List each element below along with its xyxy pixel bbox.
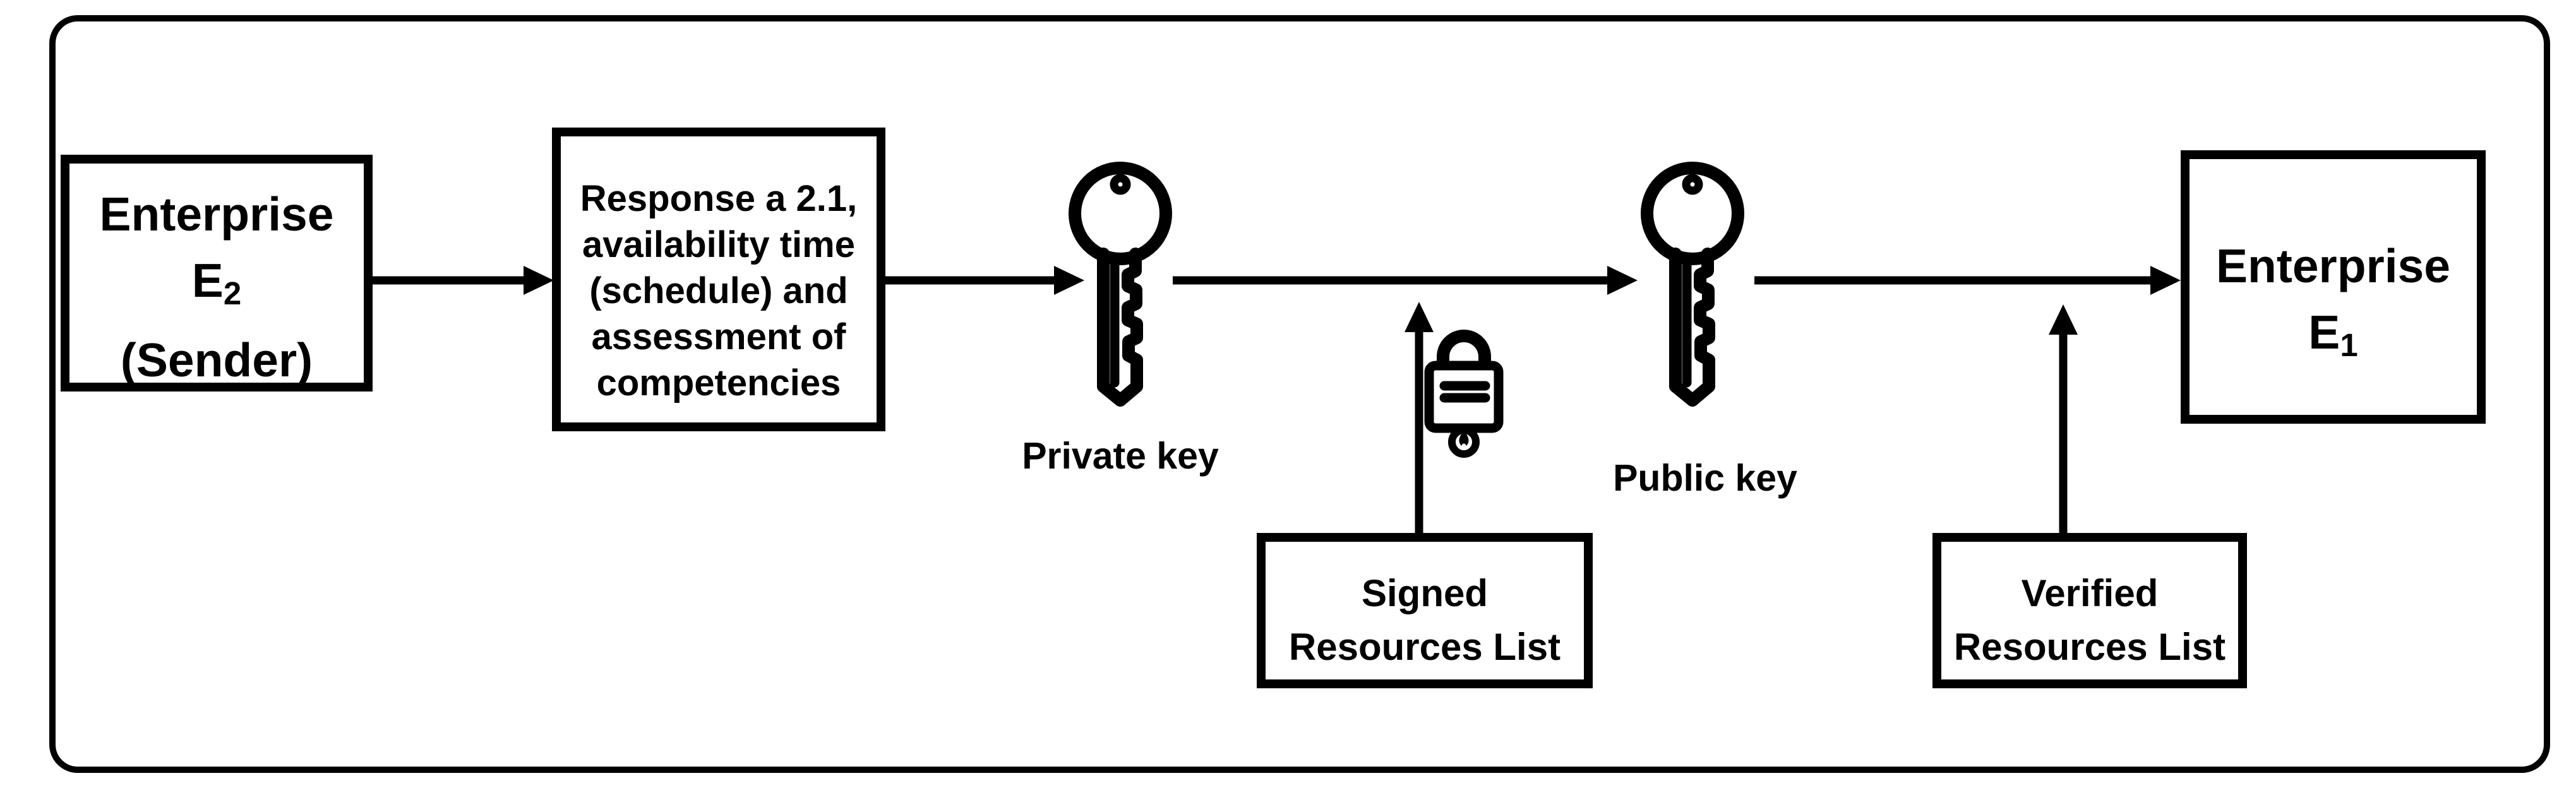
node-signed-list: Signed Resources List [1257,533,1593,688]
private-key-label: Private key [1022,435,1219,477]
enterprise-sender-symbol: E2 [191,254,242,312]
enterprise-receiver-name: Enterprise [2216,239,2450,293]
arrow-response-to-private-key [885,266,1084,295]
arrow-verified-list-up [2049,304,2078,533]
node-response-message: Response a 2.1, availability time (sched… [552,128,885,431]
arrow-public-key-to-receiver [1754,266,2181,295]
node-enterprise-receiver: Enterprise E1 [2181,150,2486,424]
enterprise-receiver-symbol: E1 [2308,306,2358,364]
node-verified-list: Verified Resources List [1932,533,2247,688]
enterprise-receiver-subscript: 1 [2340,327,2358,364]
arrow-private-to-public-key [1173,266,1638,295]
arrow-sender-to-response [373,266,554,295]
enterprise-sender-role: (Sender) [120,333,313,386]
diagram-frame [49,15,2550,773]
padlock-icon [1424,330,1504,458]
arrow-signed-list-up [1405,302,1434,533]
response-message-text: Response a 2.1, availability time (sched… [580,178,858,403]
enterprise-sender-name: Enterprise [99,188,334,241]
public-key-label: Public key [1613,457,1797,499]
verified-list-text: Verified Resources List [1953,572,2226,668]
private-key-icon [1069,162,1172,407]
public-key-icon [1641,162,1744,407]
enterprise-sender-subscript: 2 [223,275,242,312]
node-enterprise-sender: Enterprise E2 (Sender) [61,155,373,392]
signed-list-text: Signed Resources List [1288,572,1561,668]
